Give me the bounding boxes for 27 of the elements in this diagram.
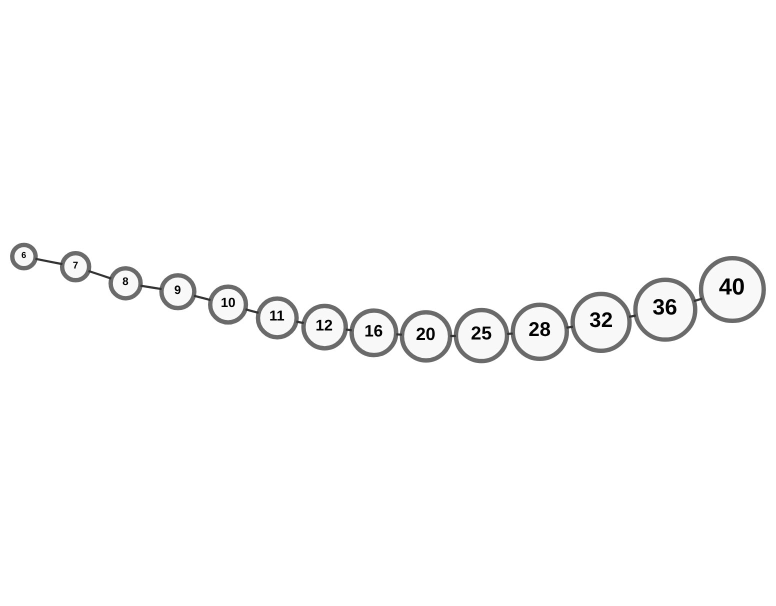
connector	[35, 258, 63, 266]
connector	[140, 284, 162, 290]
node-circle: 32	[570, 292, 632, 353]
node-circle: 36	[633, 278, 698, 342]
node-circle: 6	[10, 242, 38, 270]
connector	[346, 328, 352, 332]
node-circle: 16	[349, 308, 398, 358]
node-circle: 7	[60, 251, 92, 282]
node-circle: 28	[510, 302, 569, 361]
connector	[450, 334, 456, 338]
connector	[694, 298, 703, 302]
node-circle: 10	[208, 284, 248, 325]
connector	[396, 333, 402, 336]
node-circle: 25	[454, 308, 510, 364]
node-circle: 40	[698, 256, 766, 324]
connector	[566, 326, 574, 329]
node-circle: 11	[256, 296, 299, 340]
node-circle: 9	[159, 273, 196, 310]
connector	[296, 320, 304, 324]
node-circle: 20	[400, 310, 452, 363]
connector	[245, 308, 259, 314]
connector	[194, 294, 211, 302]
connector	[88, 270, 112, 280]
connector	[628, 314, 636, 318]
connector	[507, 332, 513, 335]
node-circle: 12	[301, 304, 348, 350]
node-circle: 8	[108, 266, 143, 300]
